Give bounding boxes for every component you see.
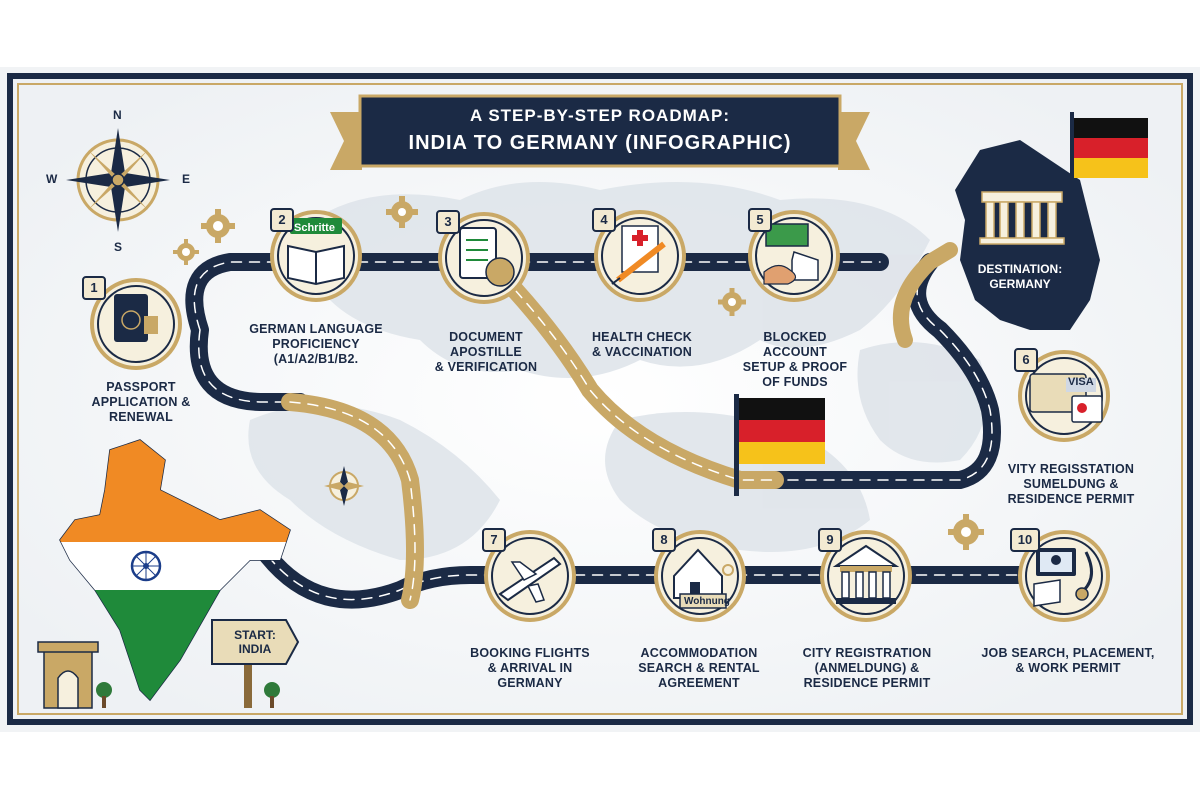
- gear-icon: [173, 196, 984, 550]
- step-label-10: JOB SEARCH, PLACEMENT,& WORK PERMIT: [981, 646, 1155, 675]
- step-number: 5: [748, 208, 772, 232]
- visa-tag: VISA: [1068, 376, 1094, 388]
- step-label-9: CITY REGISTRATION(ANMELDUNG) &RESIDENCE …: [802, 646, 932, 690]
- title-banner: [330, 94, 870, 170]
- roadmap-path: [185, 242, 1039, 609]
- step-number: 2: [270, 208, 294, 232]
- germany-flag-icon: [734, 394, 825, 496]
- destination-label: DESTINATION:GERMANY: [977, 262, 1063, 291]
- step-number: 1: [82, 276, 106, 300]
- tree-icon: [96, 682, 280, 708]
- compass-west-label: W: [46, 172, 58, 186]
- compass-rose-icon: [66, 128, 170, 232]
- step-number: 10: [1010, 528, 1040, 552]
- india-gate-icon: [37, 641, 99, 709]
- start-sign-label: START:INDIA: [234, 628, 276, 656]
- title-line-2: INDIA TO GERMANY (INFOGRAPHIC): [408, 132, 792, 154]
- compass-east-label: E: [182, 172, 191, 186]
- step-number: 6: [1014, 348, 1038, 372]
- step-number: 9: [818, 528, 842, 552]
- compass-south-label: S: [114, 240, 123, 254]
- compass-north-label: N: [113, 108, 122, 122]
- title-line-1: A STEP-BY-STEP ROADMAP:: [469, 106, 731, 125]
- step-number: 3: [436, 210, 460, 234]
- step-number: 4: [592, 208, 616, 232]
- start-signpost: [211, 619, 300, 708]
- brandenburg-gate-icon: [979, 191, 1065, 245]
- step-label-4: HEALTH CHECK& VACCINATION: [591, 330, 693, 359]
- book-tag: Schritte: [294, 222, 335, 234]
- page-title: A STEP-BY-STEP ROADMAP: INDIA TO GERMANY…: [362, 98, 838, 164]
- step-number: 7: [482, 528, 506, 552]
- small-compass-icon: [324, 466, 364, 506]
- wohnung-tag: Wohnung: [684, 596, 730, 607]
- germany-map: [955, 112, 1148, 330]
- step-number: 8: [652, 528, 676, 552]
- step-medallions: [90, 210, 1110, 622]
